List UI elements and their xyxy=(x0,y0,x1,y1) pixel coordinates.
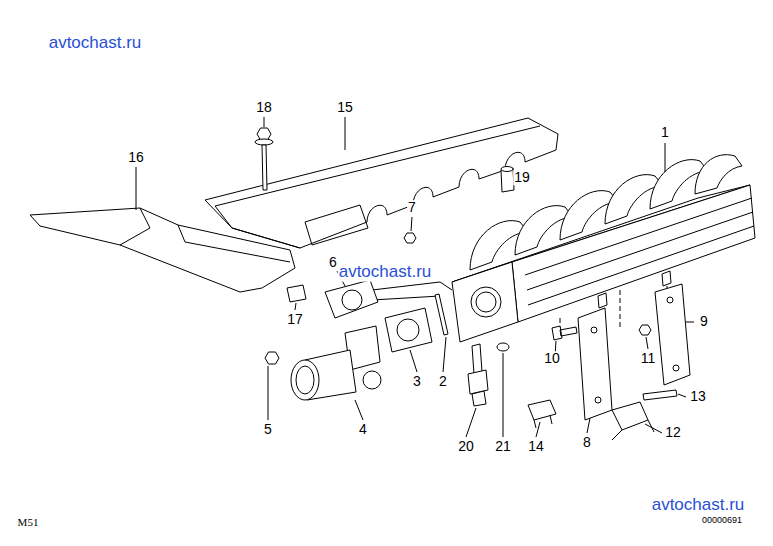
watermark-text: avtochast.ru xyxy=(48,34,143,53)
watermark-text: avtochast.ru xyxy=(338,263,433,282)
callout-number: 3 xyxy=(412,374,422,389)
watermark-text: avtochast.ru xyxy=(651,496,746,515)
callout-number: 15 xyxy=(336,100,354,115)
callout-number: 10 xyxy=(543,351,561,366)
o-ring xyxy=(497,343,509,351)
callout-number: 7 xyxy=(407,200,417,215)
clamp xyxy=(612,402,654,440)
callout-number: 9 xyxy=(699,314,709,329)
gasket xyxy=(325,280,378,318)
callout-number: 8 xyxy=(582,435,592,450)
assembly-line xyxy=(560,286,667,330)
bolt xyxy=(643,390,677,400)
nut xyxy=(404,233,416,243)
callout-number: 18 xyxy=(255,100,273,115)
callout-number: 2 xyxy=(438,374,448,389)
bolt xyxy=(552,326,577,340)
gasket xyxy=(385,308,432,352)
heat-shield-top xyxy=(205,118,558,248)
callout-number: 6 xyxy=(328,255,338,270)
throttle-body xyxy=(291,326,381,400)
shield-panel xyxy=(305,205,368,245)
fold-line xyxy=(215,126,540,248)
stud xyxy=(435,294,448,335)
callout-number: 1 xyxy=(660,125,670,140)
nut xyxy=(639,325,651,335)
bracket xyxy=(655,284,690,385)
leader-line xyxy=(136,117,694,437)
callout-number: 4 xyxy=(358,422,368,437)
bracket xyxy=(578,308,612,420)
callout-number: 14 xyxy=(527,439,545,454)
callout-number: 11 xyxy=(640,351,657,366)
figure-number: 00000691 xyxy=(701,516,743,526)
bolt xyxy=(255,128,273,190)
clip xyxy=(287,285,306,302)
nut xyxy=(265,352,279,364)
callout-number: 16 xyxy=(127,150,145,165)
callout-number: 21 xyxy=(494,439,512,454)
callout-number: 19 xyxy=(513,170,531,185)
callout-number: 20 xyxy=(457,439,475,454)
callout-number: 12 xyxy=(664,425,682,440)
callout-number: 5 xyxy=(263,422,273,437)
callout-number: 17 xyxy=(286,312,304,327)
diagram-code: M51 xyxy=(17,516,40,528)
temperature-sensor xyxy=(468,344,488,406)
clip xyxy=(528,400,556,428)
callout-number: 13 xyxy=(689,389,707,404)
